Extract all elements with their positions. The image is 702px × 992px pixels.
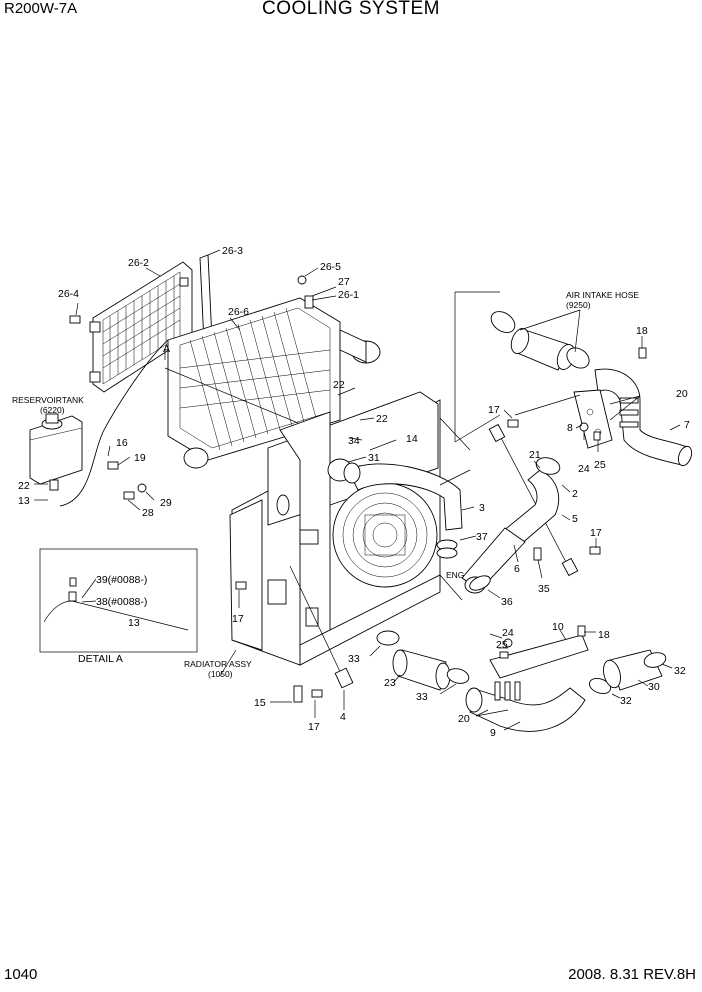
callout-31: 31: [368, 452, 380, 464]
callout-4: 4: [340, 711, 346, 723]
callout-18-top: 18: [636, 325, 648, 337]
callout-26-3: 26-3: [222, 245, 243, 257]
callout-22-left: 22: [18, 480, 30, 492]
callout-17-bottom: 17: [308, 721, 320, 733]
detail-a-box: [39, 548, 198, 653]
callout-A: A: [163, 343, 170, 355]
callout-13: 13: [18, 495, 30, 507]
callout-19: 19: [134, 452, 146, 464]
callout-24-bottom: 24: [502, 627, 514, 639]
callout-30: 30: [648, 681, 660, 693]
callout-14: 14: [406, 433, 418, 445]
callout-32-lower: 32: [620, 695, 632, 707]
callout-33-upper: 33: [348, 653, 360, 665]
callout-23: 23: [384, 677, 396, 689]
callout-27: 27: [338, 276, 350, 288]
callout-25-bottom: 25: [496, 639, 508, 651]
callout-9: 9: [490, 727, 496, 739]
callout-26-4: 26-4: [58, 288, 79, 300]
callout-17-right: 17: [590, 527, 602, 539]
detail-a-caption: DETAIL A: [78, 653, 123, 665]
detail-a-callout-13: 13: [128, 617, 140, 629]
callout-25-top: 25: [594, 459, 606, 471]
callout-7: 7: [684, 419, 690, 431]
callout-2: 2: [572, 488, 578, 500]
callout-26-1: 26-1: [338, 289, 359, 301]
air-intake-hose-note: AIR INTAKE HOSE: [566, 290, 639, 300]
callout-32-right: 32: [674, 665, 686, 677]
model-code: R200W-7A: [4, 0, 78, 17]
revision-stamp: 2008. 8.31 REV.8H: [568, 966, 696, 983]
callout-5: 5: [572, 513, 578, 525]
callout-26-5: 26-5: [320, 261, 341, 273]
callout-17-left: 17: [232, 613, 244, 625]
callout-17-top: 17: [488, 404, 500, 416]
detail-a-drawing: [43, 577, 189, 631]
radiator-assy-number: (1050): [208, 669, 233, 679]
detail-a-labels: 39(#0088-) 38(#0088-) 13 DETAIL A: [78, 574, 147, 665]
callout-18-bottom: 18: [598, 629, 610, 641]
intake-pipe-7: [573, 368, 693, 467]
callout-28: 28: [142, 507, 154, 519]
callout-22-right: 22: [376, 413, 388, 425]
air-intake-hose-number: (9250): [566, 300, 591, 310]
callout-20-bottom: 20: [458, 713, 470, 725]
callout-24-top: 24: [578, 463, 590, 475]
callout-34: 34: [348, 435, 360, 447]
lower-pipes: [376, 630, 667, 732]
callout-3: 3: [479, 502, 485, 514]
reservoir-tank-note: RESERVOIRTANK: [12, 395, 84, 405]
callout-35: 35: [538, 583, 550, 595]
page-number: 1040: [4, 966, 38, 983]
callout-8: 8: [567, 422, 573, 434]
intercooler-assy-26-1: [167, 295, 381, 469]
callout-15: 15: [254, 697, 266, 709]
callout-33-lower: 33: [416, 691, 428, 703]
bolts: [69, 275, 647, 703]
detail-a-callout-39: 39(#0088-): [96, 574, 147, 586]
page-title: COOLING SYSTEM: [261, 0, 441, 19]
callout-21: 21: [529, 449, 541, 461]
leader-lines: [34, 249, 681, 731]
air-intake-hose: [490, 311, 590, 371]
callout-10: 10: [552, 621, 564, 633]
callout-26-2: 26-2: [128, 257, 149, 269]
callout-22-upper: 22: [333, 379, 345, 391]
radiator-assy-note: RADIATOR ASSY: [184, 659, 252, 669]
reservoir-tank-number: (6220): [40, 405, 65, 415]
callout-16: 16: [116, 437, 128, 449]
callout-26-6: 26-6: [228, 306, 249, 318]
detail-a-callout-38: 38(#0088-): [96, 596, 147, 608]
intercooler-core-26-2: [89, 261, 193, 393]
callout-36: 36: [501, 596, 513, 608]
eng-note: ENG: [446, 570, 464, 580]
assembly-notes: RESERVOIRTANK (6220) AIR INTAKE HOSE (92…: [12, 290, 639, 679]
callout-labels: 26-2 26-3 26-4 26-5 26-6 27 26-1 A 22 22…: [18, 245, 690, 739]
callout-37: 37: [476, 531, 488, 543]
callout-29: 29: [160, 497, 172, 509]
reservoir-tank: [29, 413, 83, 491]
callout-20-top: 20: [676, 388, 688, 400]
callout-6: 6: [514, 563, 520, 575]
